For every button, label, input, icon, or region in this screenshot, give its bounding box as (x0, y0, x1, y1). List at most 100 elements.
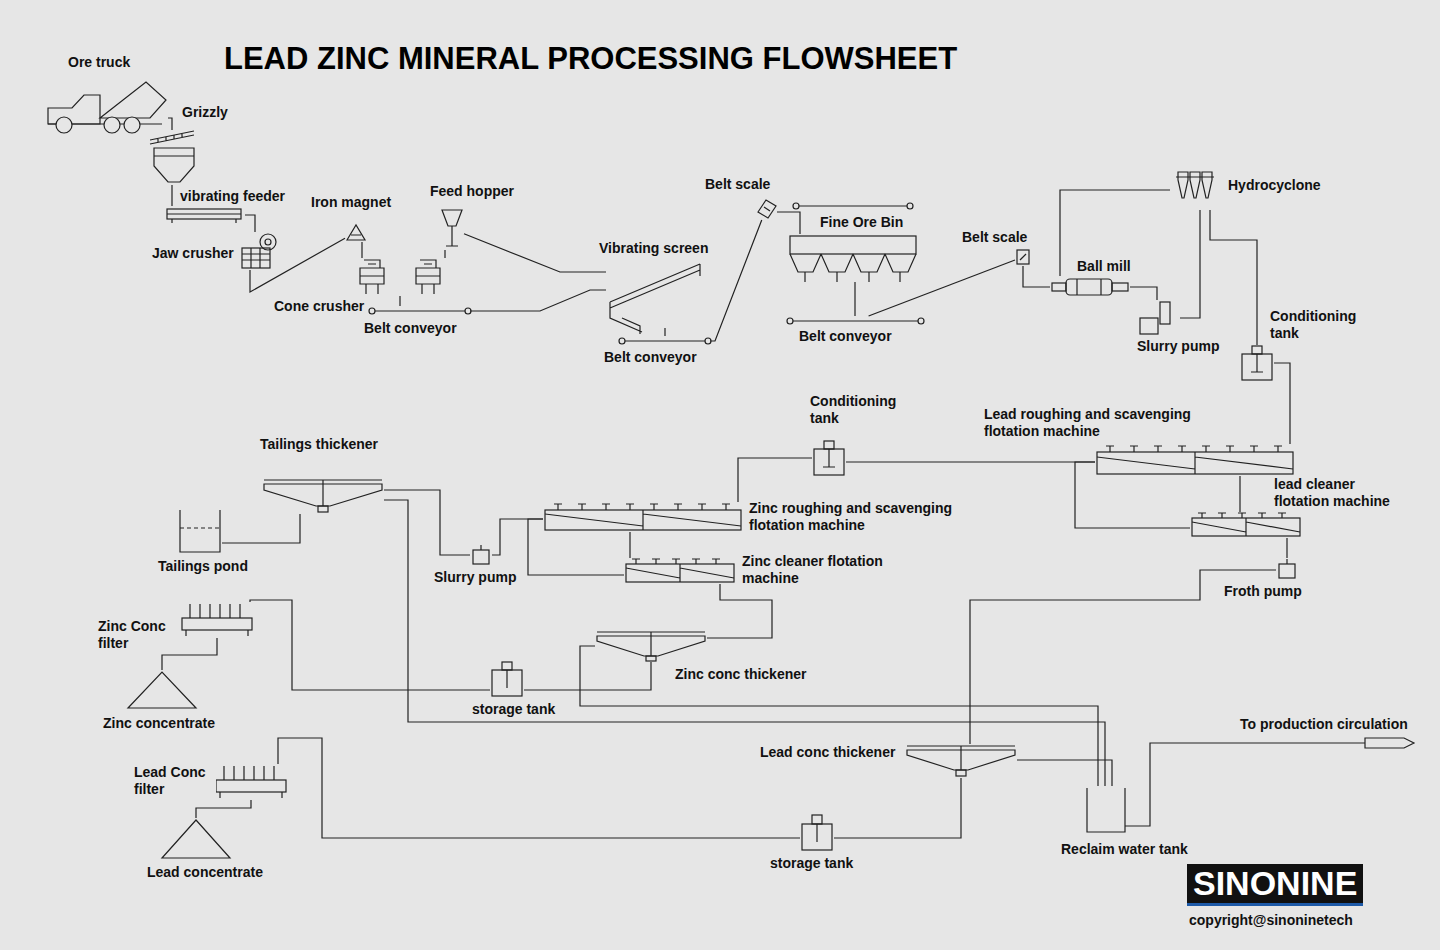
pipe-connector (250, 600, 490, 690)
filter-icon (182, 604, 252, 636)
equipment-label: Jaw crusher (150, 245, 236, 262)
equipment-node: storage tank (800, 812, 834, 852)
pipe-connector (1286, 538, 1287, 558)
grizzly-icon (150, 131, 194, 182)
ore-truck-icon (48, 82, 166, 133)
vibrating-screen-icon (610, 264, 700, 334)
equipment-node: Tailings thickener (262, 478, 384, 514)
equipment-node: Cone crusher (350, 258, 450, 296)
pipe-connector (834, 778, 961, 838)
equipment-node: Zinc conc thickener (595, 630, 707, 662)
circulation-pipe (1125, 738, 1414, 826)
pipe-connector (524, 662, 651, 690)
equipment-label: Zinc cleaner flotation machine (740, 553, 894, 587)
equipment-label: Iron magnet (309, 194, 393, 211)
pipe-connector (664, 328, 665, 336)
pipe-connector (738, 458, 812, 502)
pipe-connector (707, 584, 772, 638)
cone-crusher-icon (360, 260, 440, 294)
equipment-node: Zinc cleaner flotation machine (624, 558, 736, 584)
thickener-icon (264, 480, 382, 512)
equipment-label: Belt conveyor (797, 328, 894, 345)
belt-conveyor-icon (787, 318, 924, 324)
equipment-label: Slurry pump (432, 569, 518, 586)
pipe-connector (1023, 266, 1050, 287)
concentrate-pile-icon (128, 672, 196, 708)
equipment-node: vibrating feeder (165, 206, 245, 224)
pipe-connector (464, 234, 606, 272)
equipment-node: Zinc concentrate (126, 670, 198, 710)
pipe-connector (171, 185, 172, 206)
iron-magnet-icon (347, 225, 365, 240)
equipment-node: Hydrocyclone (1170, 170, 1220, 210)
equipment-label: Conditioning tank (808, 393, 912, 427)
equipment-node: Froth pump (1276, 558, 1298, 580)
equipment-label: Reclaim water tank (1059, 841, 1190, 858)
equipment-node: Lead conc thickener (905, 744, 1017, 778)
belt-scale-icon (758, 200, 776, 218)
pipe-connector (1239, 476, 1240, 512)
equipment-label: Zinc roughing and scavenging flotation m… (747, 500, 991, 534)
equipment-node: Zinc Conc filter (178, 602, 256, 638)
equipment-label: Belt conveyor (602, 349, 699, 366)
feed-hopper-icon (442, 210, 462, 246)
equipment-label: Feed hopper (428, 183, 516, 200)
pipe-connector (846, 461, 1095, 462)
pipe-connector (1130, 287, 1157, 300)
equipment-node: Conditioning tank (1240, 345, 1274, 381)
equipment-label: Lead conc thickener (758, 744, 897, 761)
equipment-label: Vibrating screen (597, 240, 710, 257)
flotation-machine-icon (1097, 446, 1293, 474)
equipment-node: Grizzly (150, 130, 196, 185)
pipe-connector (1017, 760, 1112, 786)
equipment-label: Grizzly (180, 104, 230, 121)
pipe-connector (361, 242, 362, 258)
equipment-node: Slurry pump (470, 544, 492, 566)
equipment-node: Fine Ore Bin (788, 234, 918, 282)
pipe-connector (580, 646, 1098, 786)
pipe-connector (492, 519, 543, 555)
equipment-node: Feed hopper (440, 208, 464, 250)
ball-mill-icon (1052, 279, 1128, 295)
equipment-label: Slurry pump (1135, 338, 1221, 355)
slurry-pump-icon (473, 545, 489, 564)
pipe-connector (528, 519, 624, 575)
equipment-label: Zinc Conc filter (96, 618, 180, 652)
pipe-connector (250, 238, 345, 292)
fine-ore-bin-icon (790, 236, 916, 282)
equipment-node: Belt scale (1015, 248, 1031, 266)
pipe-connector (1274, 363, 1290, 444)
belt-conveyor-icon (369, 308, 471, 314)
vibrating-feeder-icon (167, 209, 241, 223)
filter-icon (216, 766, 286, 798)
pipe-connector (245, 215, 255, 232)
copyright-note: copyright@sinoninetech (1187, 912, 1355, 928)
conditioning-tank-icon (814, 441, 844, 475)
equipment-node: Belt conveyor (620, 336, 710, 346)
equipment-label: Belt conveyor (362, 320, 459, 337)
pipe-connector (278, 738, 800, 838)
jaw-crusher-icon (242, 234, 276, 268)
equipment-node: Slurry pump (1135, 300, 1180, 336)
pipe-connector (777, 212, 800, 234)
company-logo: SINONINE (1187, 864, 1363, 906)
flotation-machine-icon (1192, 513, 1300, 536)
equipment-node: Lead Conc filter (212, 764, 290, 800)
equipment-label: storage tank (768, 855, 855, 872)
equipment-node: Ore truck (46, 78, 168, 136)
equipment-node: Jaw crusher (240, 232, 280, 270)
slurry-pump-icon (1140, 302, 1170, 334)
pipe-connector (629, 532, 630, 558)
pipe-connector (444, 250, 445, 258)
pipe-connector (1210, 210, 1257, 345)
equipment-label: Tailings pond (156, 558, 250, 575)
equipment-node: Vibrating screen (606, 262, 702, 328)
pipe-connector (470, 290, 606, 311)
equipment-label: Belt scale (703, 176, 772, 193)
equipment-label: Zinc concentrate (101, 715, 217, 732)
pipe-connector (222, 514, 300, 543)
belt-scale-icon (1017, 250, 1029, 264)
tailings-pond-icon (180, 510, 220, 552)
hydrocyclone-icon (1176, 172, 1214, 198)
